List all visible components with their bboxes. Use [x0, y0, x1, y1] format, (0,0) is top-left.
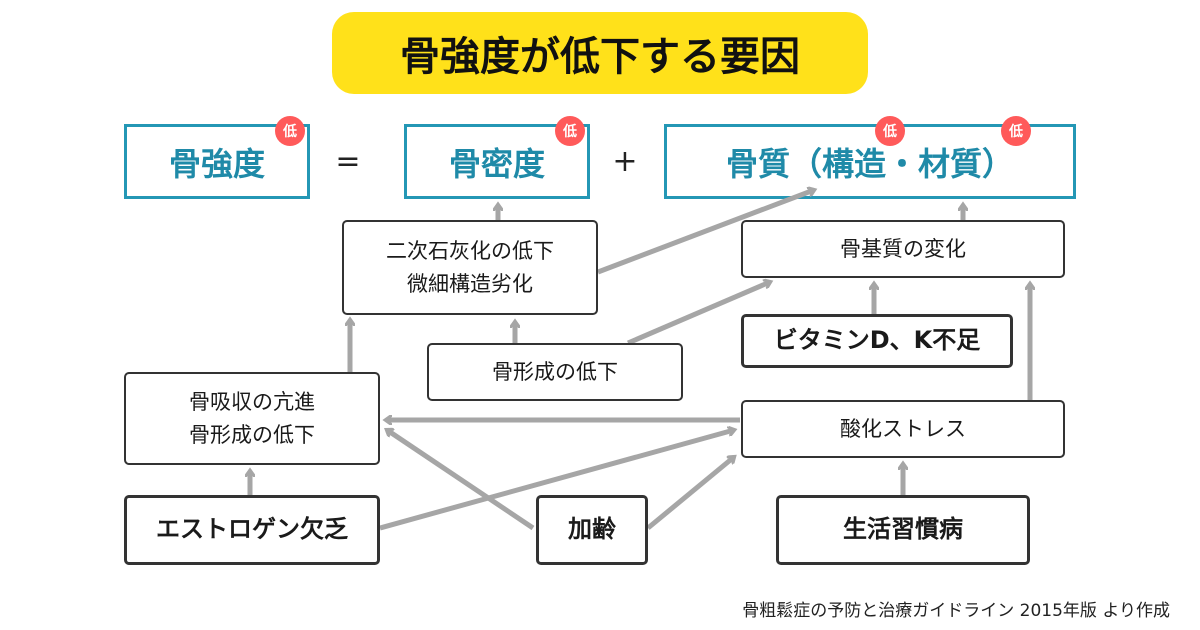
oxidative-stress-box: 酸化ストレス: [741, 400, 1065, 458]
estrogen-deficiency-label: エストロゲン欠乏: [156, 515, 348, 544]
vitamin-label: ビタミンD、K不足: [773, 326, 981, 355]
arrow-aging-to-resorption: [387, 430, 535, 531]
mineralization-line-1: 二次石灰化の低下: [386, 238, 554, 263]
formation-down-label: 骨形成の低下: [492, 359, 618, 384]
aging-label: 加齢: [568, 515, 616, 544]
low-badge: 低: [875, 116, 905, 146]
source-note: 骨粗鬆症の予防と治療ガイドライン 2015年版 より作成: [742, 601, 1170, 621]
arrow-aging-to-oxidative: [646, 457, 734, 530]
vitamin-box: ビタミンD、K不足: [741, 314, 1013, 368]
plus-sign: +: [612, 143, 638, 179]
mineralization-line-2: 微細構造劣化: [407, 271, 533, 296]
low-badge: 低: [1001, 116, 1031, 146]
formation-down-box: 骨形成の低下: [427, 343, 683, 401]
resorption-box: 骨吸収の亢進 骨形成の低下: [124, 372, 380, 465]
equals-sign: =: [335, 143, 361, 179]
bone-strength-box: 骨強度: [124, 124, 310, 199]
estrogen-deficiency-box: エストロゲン欠乏: [124, 495, 380, 565]
bone-density-label: 骨密度: [448, 144, 545, 183]
arrow-formation-to-matrix: [627, 282, 770, 346]
resorption-line-2: 骨形成の低下: [189, 422, 315, 447]
matrix-change-label: 骨基質の変化: [840, 236, 966, 261]
matrix-change-box: 骨基質の変化: [741, 220, 1065, 278]
bone-quality-label: 骨質（構造・材質）: [725, 144, 1014, 183]
lifestyle-disease-box: 生活習慣病: [776, 495, 1030, 565]
aging-box: 加齢: [536, 495, 648, 565]
arrow-estrogen-to-oxidative: [379, 430, 734, 531]
oxidative-stress-label: 酸化ストレス: [840, 416, 966, 441]
low-badge: 低: [275, 116, 305, 146]
resorption-line-1: 骨吸収の亢進: [189, 389, 315, 414]
bone-strength-label: 骨強度: [168, 144, 265, 183]
arrow-mineralization-to-quality: [597, 190, 814, 275]
mineralization-box: 二次石灰化の低下 微細構造劣化: [342, 220, 598, 315]
lifestyle-disease-label: 生活習慣病: [843, 515, 963, 544]
low-badge: 低: [555, 116, 585, 146]
page-title: 骨強度が低下する要因: [332, 12, 868, 94]
